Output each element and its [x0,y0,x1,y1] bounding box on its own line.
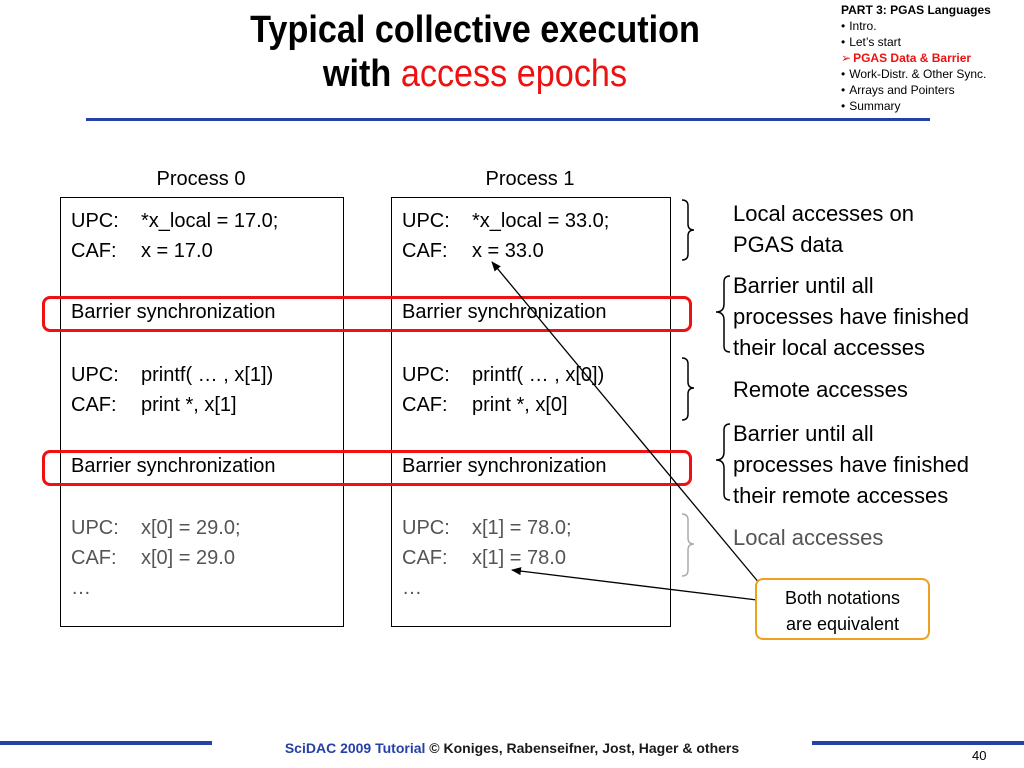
section-navigation: PART 3: PGAS Languages Intro. Let’s star… [841,2,991,114]
brace-barrier-1 [715,275,731,353]
footer-rule-left [0,741,212,745]
process-0-local-block: UPC:*x_local = 17.0; CAF:x = 17.0 [71,206,278,266]
brace-local-2 [681,513,695,577]
nav-item-intro[interactable]: Intro. [841,18,991,34]
brace-barrier-2 [715,423,731,501]
process-0-header: Process 0 [156,168,246,190]
nav-item-work-distr[interactable]: Work-Distr. & Other Sync. [841,66,991,82]
code-line: CAF:x = 17.0 [71,240,213,262]
code-line: CAF:print *, x[1] [71,394,237,416]
brace-remote [681,357,695,421]
nav-heading: PART 3: PGAS Languages [841,3,991,17]
code-line: UPC:*x_local = 17.0; [71,210,279,232]
process-1-local-block: UPC:*x_local = 33.0; CAF:x = 33.0 [402,206,609,266]
title-line-2-red: access epochs [400,53,628,95]
code-line: UPC:printf( … , x[0]) [402,364,605,386]
slide-title: Typical collective execution with access… [147,8,804,96]
process-0-box [60,197,344,627]
footer-authors: © Koniges, Rabenseifner, Jost, Hager & o… [429,740,740,756]
ellipsis: … [402,577,422,599]
code-line: UPC:x[1] = 78.0; [402,517,572,539]
process-0-barrier-1: Barrier synchronization [71,301,276,323]
title-divider [86,118,930,121]
ellipsis: … [71,577,91,599]
code-line: CAF:x = 33.0 [402,240,544,262]
nav-item-arrays-pointers[interactable]: Arrays and Pointers [841,82,991,98]
footer-brand: SciDAC 2009 Tutorial [284,740,426,756]
code-line: UPC:printf( … , x[1]) [71,364,274,386]
title-line-2-black: with [322,53,392,95]
process-0-remote-block: UPC:printf( … , x[1]) CAF:print *, x[1] [71,360,273,420]
process-1-remote-block: UPC:printf( … , x[0]) CAF:print *, x[0] [402,360,604,420]
process-0-barrier-2: Barrier synchronization [71,455,276,477]
process-1-header: Process 1 [485,168,575,190]
nav-item-lets-start[interactable]: Let’s start [841,34,991,50]
note-remote-accesses: Remote accesses [733,377,908,402]
code-line: UPC:x[0] = 29.0; [71,517,241,539]
barrier-highlight-2 [42,450,692,486]
code-line: CAF:x[0] = 29.0 [71,547,235,569]
code-line: CAF:x[1] = 78.0 [402,547,566,569]
page-number: 40 [972,748,987,763]
footer-credit: SciDAC 2009 Tutorial © Koniges, Rabensei… [212,740,812,756]
barrier-highlight-1 [42,296,692,332]
title-line-1: Typical collective execution [250,9,700,51]
nav-item-pgas-data-barrier[interactable]: PGAS Data & Barrier [841,50,991,66]
process-0-local2-block: UPC:x[0] = 29.0; CAF:x[0] = 29.0 … [71,513,241,603]
note-local-accesses-2: Local accesses [733,525,884,550]
process-1-local2-block: UPC:x[1] = 78.0; CAF:x[1] = 78.0 … [402,513,572,603]
footer-rule-right [812,741,1024,745]
code-line: UPC:*x_local = 33.0; [402,210,610,232]
brace-local [681,199,695,261]
title-line-2: with access epochs [147,52,804,96]
nav-item-summary[interactable]: Summary [841,98,991,114]
code-line: CAF:print *, x[0] [402,394,568,416]
